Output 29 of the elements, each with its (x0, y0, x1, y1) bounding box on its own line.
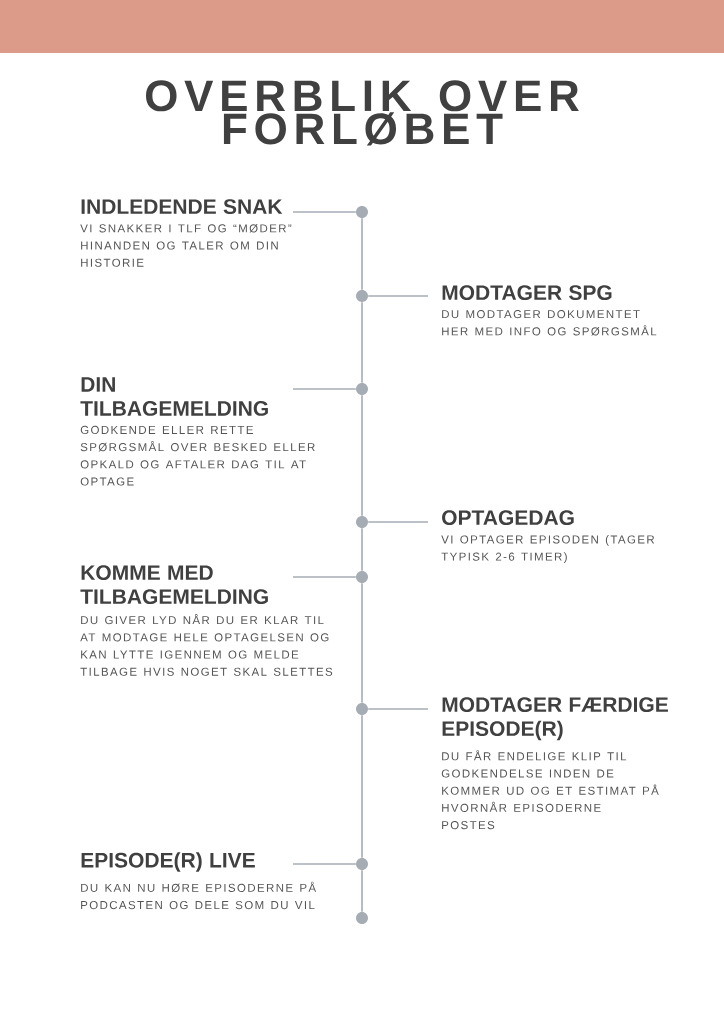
connector-line (367, 521, 429, 523)
connector-line (292, 388, 357, 390)
connector-line (292, 211, 357, 213)
timeline-line (361, 869, 363, 913)
connector-line (367, 295, 429, 297)
timeline-line (361, 527, 363, 572)
step-heading: MODTAGER SPG (442, 285, 612, 301)
step-heading: EPISODE(R) LIVE (81, 852, 255, 872)
step-description: VI SNAKKER I TLF OG “MØDER” HINANDEN OG TALER OM DIN HISTORIE (80, 224, 292, 267)
step-heading: KOMME MED TILBAGEMELDING (80, 565, 268, 605)
connector-line (367, 708, 429, 710)
timeline-line (361, 217, 363, 291)
step-description: GODKENDE ELLER RETTE SPØRGSMÅL OVER BESKED ELLER OPKALD OG AFTALER DAG TIL AT OPTAGE (80, 425, 315, 486)
step-description: DU MODTAGER DOKUMENTET HER MED INFO OG SPØRGSMÅL (442, 310, 657, 336)
timeline-line (361, 582, 363, 704)
step-description: DU KAN NU HØRE EPISODERNE PÅ PODCASTEN OG DELE SOM DU VIL (81, 881, 317, 910)
step-description: DU FÅR ENDELIGE KLIP TIL GODKENDELSE INDEN DE KOMMER UD OG ET ESTIMAT PÅ HVORNÅR EPISODERNE POSTES (441, 750, 659, 830)
step-heading: INDLEDENDE SNAK (81, 199, 283, 215)
step-description: DU GIVER LYD NÅR DU ER KLAR TIL AT MODTAGE HELE OPTAGELSEN OG KAN LYTTE IGENNEM OG MELDE TILBAGE HVIS NOGET SKAL SLETTES (80, 614, 333, 676)
title: OVERBLIK OVER FORLØBET (146, 80, 579, 146)
timeline-line (361, 394, 363, 517)
connector-line (292, 863, 357, 865)
timeline-line (361, 714, 363, 859)
timeline-line (361, 301, 363, 384)
step-heading: OPTAGEDAG (442, 510, 574, 526)
step-heading: MODTAGER FÆRDIGE EPISODE(R) (442, 697, 668, 741)
step-heading: DIN TILBAGEMELDING (80, 377, 268, 416)
connector-line (292, 576, 357, 578)
step-description: VI OPTAGER EPISODEN (TAGER TYPISK 2-6 TIMER) (441, 535, 655, 563)
